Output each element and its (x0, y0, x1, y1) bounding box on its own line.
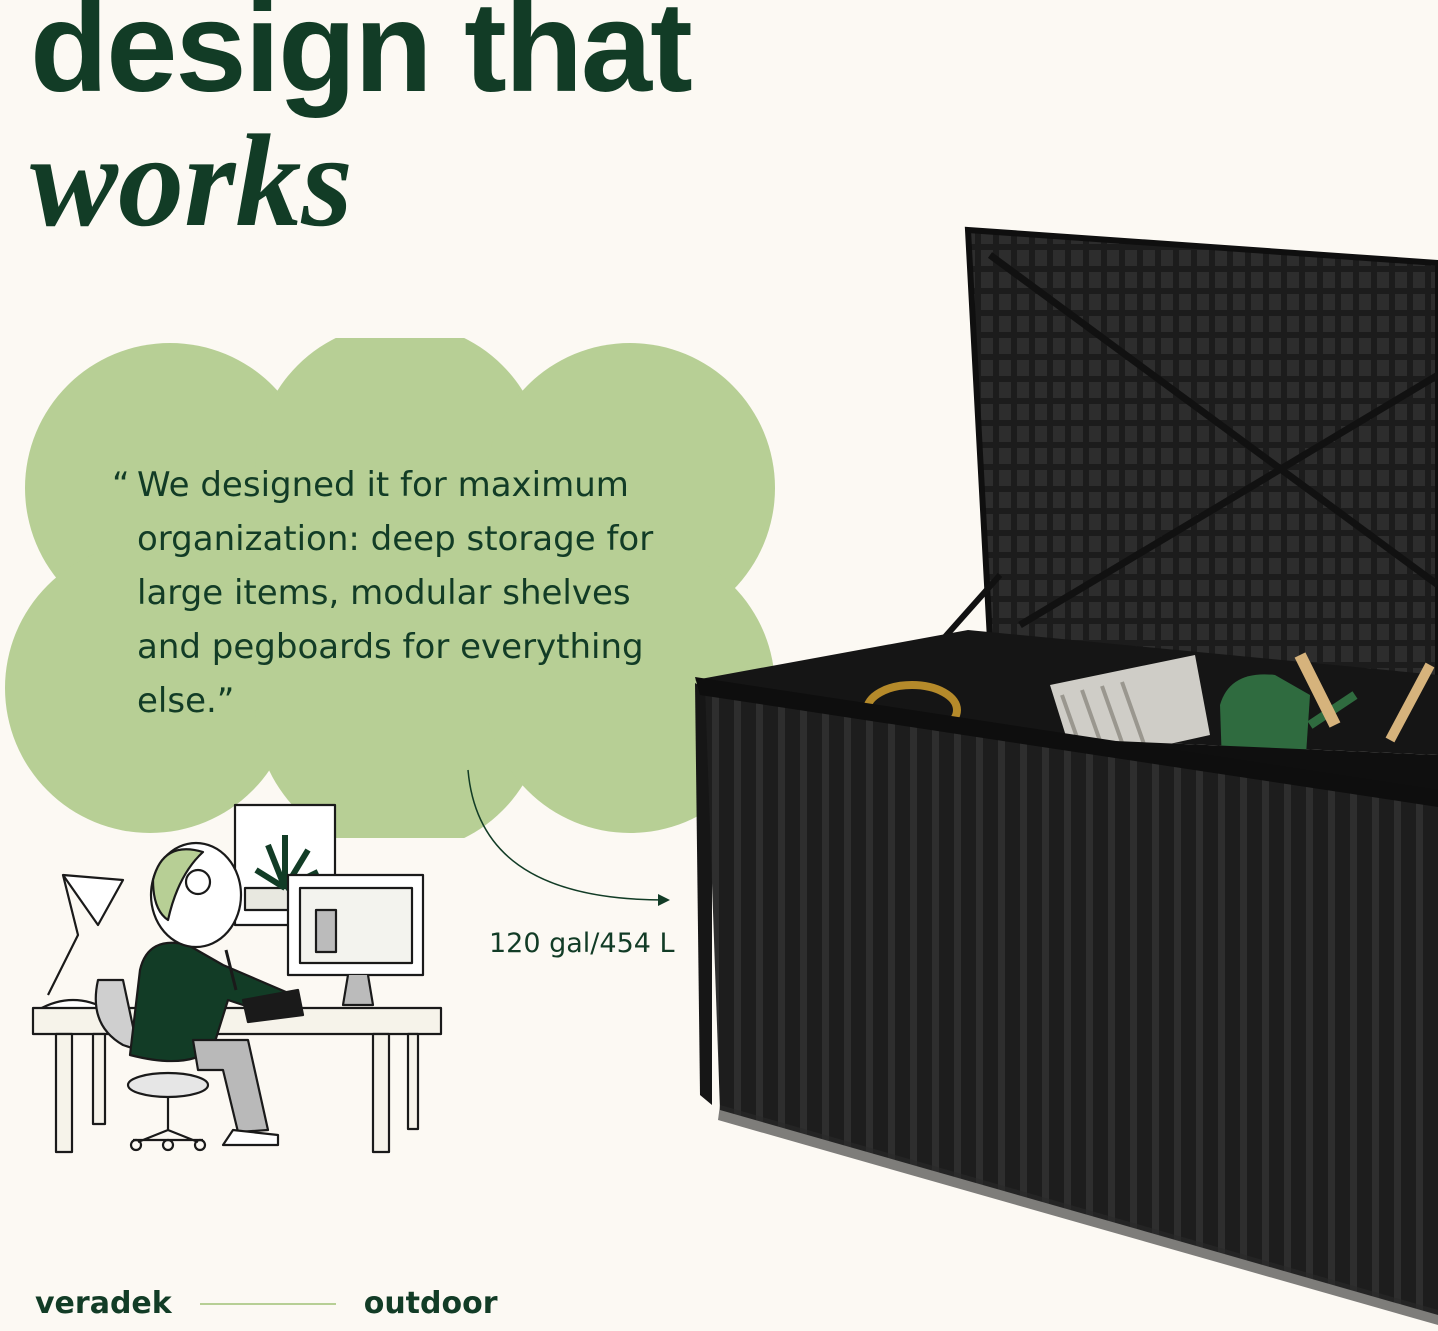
headline: design that works (30, 0, 693, 254)
quote-open-mark: “ (112, 465, 130, 505)
volume-label: 120 gal/454 L (489, 928, 675, 959)
quote-block: “ We designed it for maximum organizatio… (112, 458, 697, 728)
brand-line: outdoor (363, 1286, 498, 1321)
brand-name: veradek (35, 1286, 172, 1321)
footer-divider (199, 1302, 336, 1305)
callout-arrow-icon (467, 769, 670, 906)
storage-deck-box-image (695, 226, 1438, 1325)
footer: veradek outdoor (35, 1286, 498, 1321)
headline-line-2: works (30, 107, 353, 254)
headline-line-1: design that (30, 0, 693, 119)
quote-text: We designed it for maximum organization:… (137, 465, 654, 721)
person-at-desk-illustration (31, 803, 443, 1154)
